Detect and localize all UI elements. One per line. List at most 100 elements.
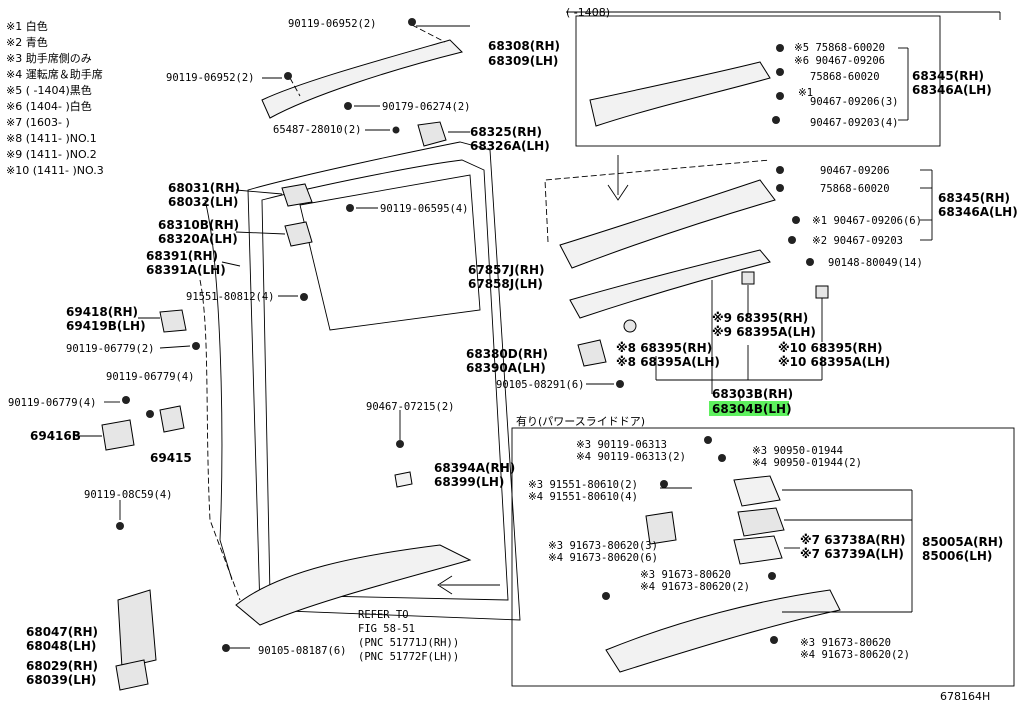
leader-lines (76, 25, 933, 649)
power-door-unit (737, 507, 785, 537)
bracket-68029 (115, 659, 149, 691)
label-69418: 69418(RH) (66, 305, 138, 319)
bolt-icon (772, 116, 780, 124)
moulding-dashed-outline (544, 159, 771, 243)
label-75868-60020-s5: ※5 75868-60020 (794, 42, 885, 54)
legend-item-10: ※10 (1411- )NO.3 (6, 164, 104, 177)
bolt-icon (776, 184, 784, 192)
label-68047: 68047(RH) (26, 625, 98, 639)
label-68029: 68029(RH) (26, 659, 98, 673)
label-68395A-s10: ※10 68395A(LH) (778, 355, 890, 369)
label-85005A: 85005A(RH) (922, 535, 1003, 549)
label-90467-09203-4: 90467-09203(4) (810, 117, 899, 129)
power-door-motor-cover (733, 475, 781, 507)
label-68031: 68031(RH) (168, 181, 240, 195)
garnish-67857J (569, 249, 771, 319)
bolt-icon (788, 236, 796, 244)
label-68048: 68048(LH) (26, 639, 96, 653)
bolt-icon (602, 592, 610, 600)
bolt-icon (776, 68, 784, 76)
label-note-1: ※1 (798, 87, 813, 99)
door-frame-outline (247, 141, 521, 621)
label-90119-06779-4b: 90119-06779(4) (8, 397, 97, 409)
label-90119-08C59: 90119-08C59(4) (84, 489, 173, 501)
bracket-68380D (577, 339, 607, 367)
label-90119-06952-top: 90119-06952(2) (288, 18, 377, 30)
label-91673-80620-s3c: ※3 91673-80620 (800, 637, 891, 649)
control-63738A (733, 535, 783, 565)
labels-main: 90119-06952(2) 90119-06952(2) 68308(RH) … (8, 18, 585, 687)
bolt-icon (192, 342, 200, 350)
label-68391A: 68391A(LH) (146, 263, 226, 277)
bracket-power-door (645, 511, 677, 545)
label-75868-60020-mid: 75868-60020 (820, 183, 890, 195)
label-68326A: 68326A(LH) (470, 139, 550, 153)
label-68320A: 68320A(LH) (158, 232, 238, 246)
door-pillar (204, 199, 233, 581)
top-right-box (575, 15, 941, 147)
bolt-icon (284, 72, 292, 80)
label-67857J: 67857J(RH) (468, 263, 544, 277)
label-90467-09206-mid: 90467-09206 (820, 165, 890, 177)
label-69416B: 69416B (30, 429, 81, 443)
bolt-icon (122, 396, 130, 404)
label-90105-08187: 90105-08187(6) (258, 645, 347, 657)
power-door-box (511, 427, 1015, 687)
label-68032: 68032(LH) (168, 195, 238, 209)
bolt-icon (776, 92, 784, 100)
label-68345-top: 68345(RH) (912, 69, 984, 83)
legend-item-9: ※9 (1411- )NO.2 (6, 148, 97, 161)
legend-item-6: ※6 (1404- )白色 (6, 99, 92, 113)
bolt-icon (344, 102, 352, 110)
label-68380D: 68380D(RH) (466, 347, 548, 361)
label-90467-09203-s2: ※2 90467-09203 (812, 235, 903, 247)
refer-line-3: (PNC 51771J(RH)) (358, 637, 459, 649)
label-75868-60020-box: 75868-60020 (810, 71, 880, 83)
label-91551-80610-s3: ※3 91551-80610(2) (528, 479, 638, 491)
left-arrow (437, 575, 500, 595)
bolt-icon (770, 636, 778, 644)
label-90119-06313-s4: ※4 90119-06313(2) (576, 451, 686, 463)
bolt-icon (768, 572, 776, 580)
label-85006: 85006(LH) (922, 549, 992, 563)
refer-line-1: REFER TO (358, 609, 409, 621)
lower-rail-assembly (235, 544, 472, 626)
label-91673-80620-s4b: ※4 91673-80620(2) (640, 581, 750, 593)
bolt-icon (408, 18, 416, 26)
cover-68394A (394, 471, 413, 488)
door-window-opening (299, 174, 481, 331)
legend-item-3: ※3 助手席側のみ (6, 51, 92, 65)
label-68395-s10: ※10 68395(RH) (778, 341, 883, 355)
clip-icon (815, 285, 829, 299)
bolt-icon (396, 440, 404, 448)
label-68399: 68399(LH) (434, 475, 504, 489)
label-63739A: ※7 63739A(LH) (800, 547, 904, 561)
power-door-rail (605, 589, 841, 673)
bolt-icon (776, 44, 784, 52)
label-68309: 68309(LH) (488, 54, 558, 68)
bracket-68310B (284, 221, 313, 247)
door-frame (199, 141, 521, 621)
labels-right: ※5 75868-60020 ※6 90467-09206 75868-6002… (616, 42, 1018, 416)
label-90105-08291: 90105-08291(6) (496, 379, 585, 391)
power-door-box-title: 有り(パワースライドドア) (516, 414, 645, 428)
refer-line-2: FIG 58-51 (358, 623, 415, 635)
label-68395-s8: ※8 68395(RH) (616, 341, 712, 355)
bolt-icon (346, 204, 354, 212)
label-91673-80620-s4c: ※4 91673-80620(2) (800, 649, 910, 661)
bolt-icon (776, 166, 784, 174)
clip-icon (623, 319, 637, 333)
label-68395A-s9: ※9 68395A(LH) (712, 325, 816, 339)
bolt-icon (222, 644, 230, 652)
label-69419B: 69419B(LH) (66, 319, 146, 333)
bolt-icon (392, 126, 400, 134)
label-90119-06952-left: 90119-06952(2) (166, 72, 255, 84)
legend-item-2: ※2 青色 (6, 35, 48, 49)
label-90467-09206-3: 90467-09206(3) (810, 96, 899, 108)
bolt-icon (704, 436, 712, 444)
labels-power-door: ※3 90119-06313 ※4 90119-06313(2) ※3 9095… (528, 439, 1003, 661)
legend-item-5: ※5 ( -1404)黒色 (6, 83, 92, 97)
label-91673-80620-s3b: ※3 91673-80620 (640, 569, 731, 581)
label-90119-06779-4a: 90119-06779(4) (106, 371, 195, 383)
label-68304B: 68304B(LH) (712, 402, 792, 416)
